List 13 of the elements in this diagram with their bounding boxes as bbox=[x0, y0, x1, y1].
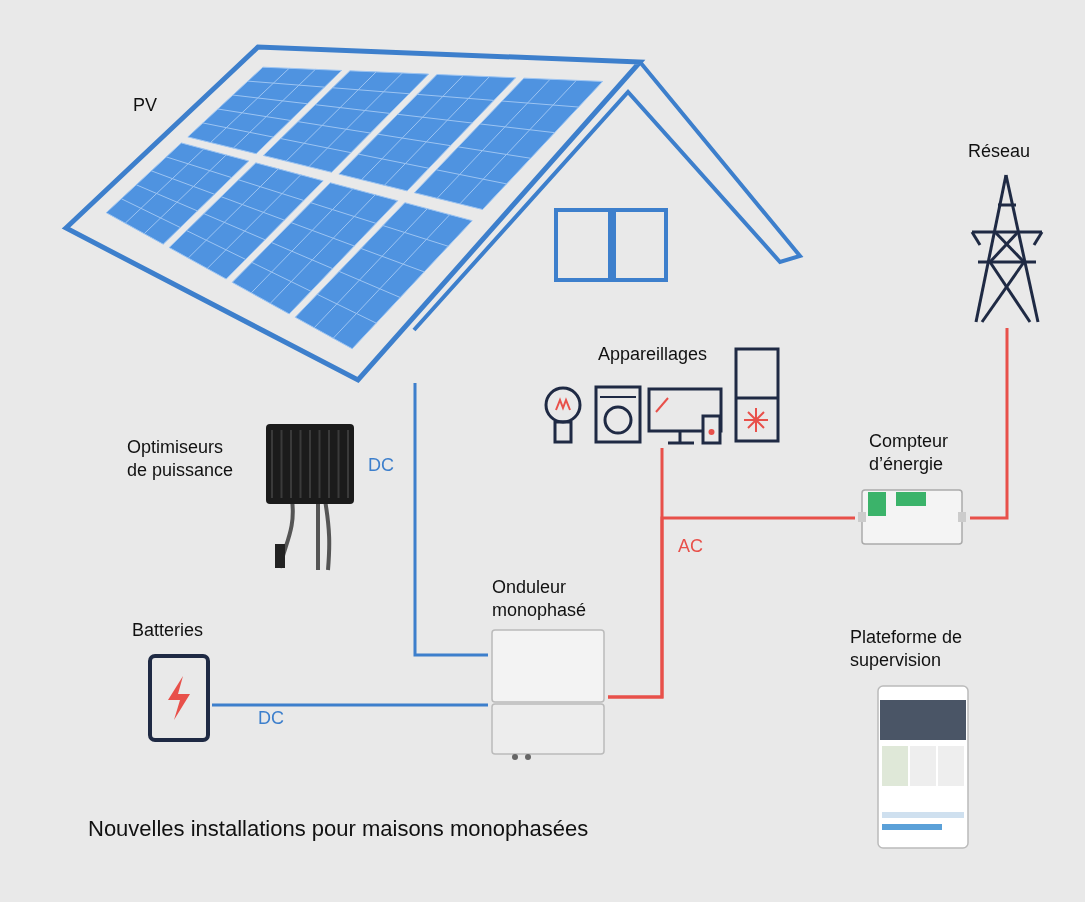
component-label: Optimiseurs de puissance bbox=[127, 436, 235, 482]
component-label: Compteur d’énergie bbox=[869, 430, 950, 476]
connector-line bbox=[212, 703, 488, 707]
component-label: Batteries bbox=[132, 619, 205, 642]
component-label: Appareillages bbox=[598, 343, 709, 366]
component-label: Plateforme de supervision bbox=[850, 626, 964, 672]
connector-line bbox=[413, 383, 488, 657]
component-label: Réseau bbox=[968, 140, 1032, 163]
component-label: PV bbox=[133, 94, 158, 117]
connector-line bbox=[970, 328, 1009, 520]
component-label: Onduleur monophasé bbox=[492, 576, 588, 622]
caption: Nouvelles installations pour maisons monophasées bbox=[88, 816, 589, 842]
connector-line bbox=[608, 516, 855, 699]
